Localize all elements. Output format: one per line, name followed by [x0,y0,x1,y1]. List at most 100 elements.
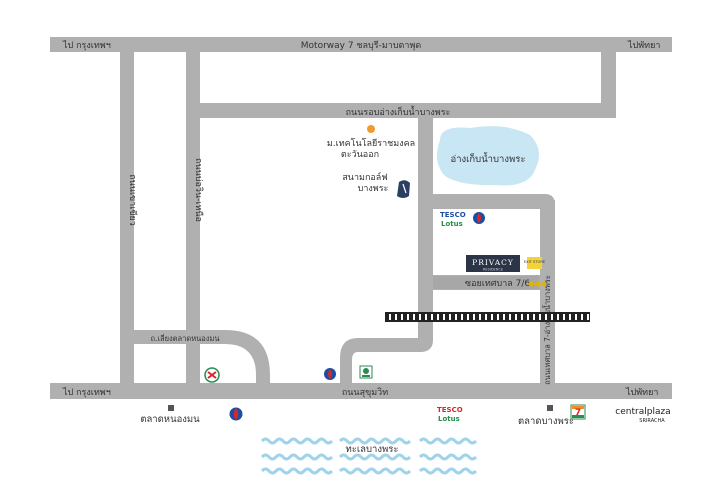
privacy-residence-marker: PRIVACY RESIDENCE EXIT STORE [466,255,546,272]
shop-logo-icon [359,365,373,379]
railway-tie [443,314,445,320]
road-corner-right [540,194,555,215]
railway-tie [497,314,499,320]
reservoir-shape [436,126,539,186]
seven-eleven-icon: 7 [570,404,586,420]
central-name: centralplaza [615,407,670,417]
label-motorway: Motorway 7 ชลบุรี-มาบตาพุด [301,40,422,51]
railway-tie [581,314,583,320]
label-thesaban-road: ถนนเทศบาล 7-อ่างเก็บน้ำบางพระ [542,275,552,385]
railway-tie [425,314,427,320]
label-soi-thesaban: ซอยเทศบาล 7/6 [465,279,530,289]
railway-tie [413,314,415,320]
railway-tie [527,314,529,320]
road-right-link [601,50,616,118]
railway-tie [419,314,421,320]
sea-wave [338,437,412,445]
railway-tie [575,314,577,320]
railway-tie [479,314,481,320]
railway-tie [557,314,559,320]
ptt-icon-center [324,368,336,380]
railway-tie [569,314,571,320]
sea-wave [418,467,478,475]
railway-tie [563,314,565,320]
road-reservoir-ring [186,103,616,118]
railway-tie [491,314,493,320]
label-to-pattaya-top: ไปพัทยา [627,40,660,51]
central-plaza-logo: centralplaza SRIRACHA [615,407,670,424]
lotus-text-bottom: Lotus [438,415,460,423]
road-soi-dark [433,276,539,289]
railway-tie [539,314,541,320]
label-bypass: ถ.เลี่ยงตลาดหนองมน [151,333,220,343]
road-thesaban-7 [540,200,555,390]
privacy-name: PRIVACY [472,258,514,267]
label-reservoir: อ่างเก็บน้ำบางพระ [450,152,525,165]
tesco-lotus-logo-top: TESCO Lotus [440,211,466,228]
tesco-text-top: TESCO [440,211,466,219]
label-bueng: ถนนบ่อวิน-เหนือ [193,158,204,222]
railway-tie [533,314,535,320]
label-university-1: ม.เทคโนโลยีราชมงคล [327,138,415,149]
kasikorn-bank-icon [204,367,220,383]
railway-tie [449,314,451,320]
road-khao-khiao [120,50,134,390]
railway [385,312,590,322]
label-reservoir-ring: ถนนรอบอ่างเก็บน้ำบางพระ [346,105,451,118]
sea-wave [260,453,334,461]
tesco-text-bottom: TESCO [437,406,463,414]
railway-tie [587,314,589,320]
label-to-bangkok-top: ไป กรุงเทพฯ [62,40,111,51]
ptt-icon-bottom [229,407,243,421]
railway-tie [401,314,403,320]
seven-text: 7 [575,408,581,418]
tesco-lotus-logo-bottom: TESCO Lotus [437,406,463,423]
railway-tie [545,314,547,320]
railway-tie [467,314,469,320]
exit-tag: EXIT STORE [524,260,546,264]
sea-wave [418,437,478,445]
label-market-nongmon: ตลาดหนองมน [140,414,200,425]
road-sukhumvit [50,383,672,399]
label-khao-khiao: ถนนเขาเขียว [127,174,138,226]
ptt-icon-top [473,212,485,224]
road-bypass [120,330,200,344]
railway-tie [473,314,475,320]
sea-waves [260,437,478,475]
sea-wave [338,453,412,461]
university-dot-icon [367,125,375,133]
road-upper-connector [433,194,545,209]
label-golf-2: บางพระ [358,184,389,194]
railway-tie [455,314,457,320]
label-sukhumvit: ถนนสุขุมวิท [342,387,388,398]
sea-wave [260,467,334,475]
road-curve-left [200,330,270,385]
market-bangphra-marker [547,405,553,411]
railway-tie [551,314,553,320]
central-sub: SRIRACHA [639,418,665,424]
label-university-2: ตะวันออก [341,150,379,160]
sea-wave [338,467,412,475]
golf-icon [397,180,410,198]
railway-tie [437,314,439,320]
railway-tie [407,314,409,320]
label-sea: ทะเลบางพระ [346,444,399,455]
label-market-bangphra: ตลาดบางพระ [518,416,574,427]
road-bueng [186,50,200,390]
label-to-bangkok-bottom: ไป กรุงเทพฯ [62,387,111,398]
railway-tie [395,314,397,320]
market-nongmon-marker [168,405,174,411]
privacy-sub: RESIDENCE [483,268,503,272]
railway-tie [431,314,433,320]
sea-wave [418,453,478,461]
railway-tie [509,314,511,320]
label-to-pattaya-bottom: ไปพัทยา [625,387,658,398]
railway-tie [461,314,463,320]
railway-tie [503,314,505,320]
railway-tie [389,314,391,320]
lotus-text-top: Lotus [441,220,463,228]
railway-tie [515,314,517,320]
road-center-vertical [418,118,433,296]
